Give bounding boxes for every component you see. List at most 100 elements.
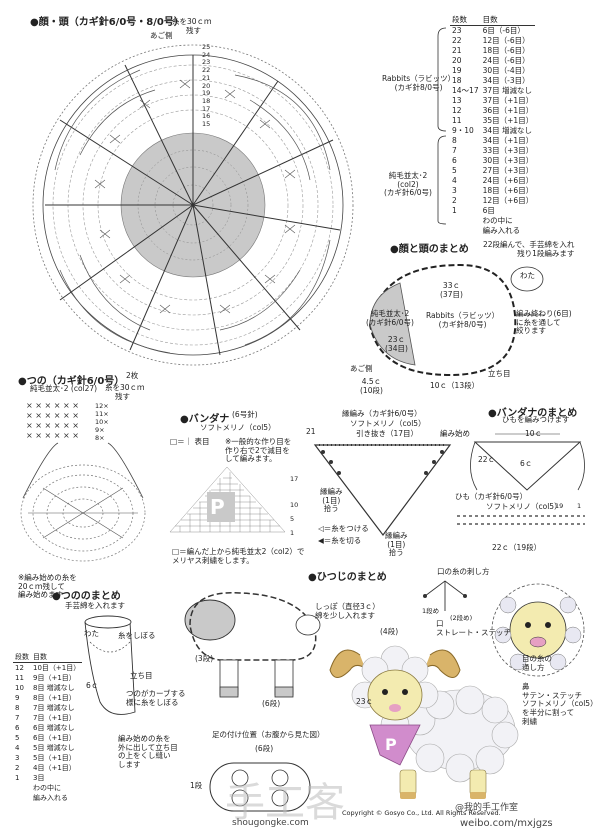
copyright-text: Copyright © Gosyo Co., Ltd. All Rights R… [342,809,501,817]
section-horn-title: ●つの（カギ針6/0号） [18,376,125,387]
head-crochet-chart [32,44,354,366]
head-summary-diagram [368,263,545,377]
svg-text:× × × × × ×: × × × × × × [26,411,79,420]
watermark-logo: 手工客 [225,780,345,826]
svg-text:× × × × × ×: × × × × × × [26,431,79,440]
chart-label-1: 1 [290,529,295,537]
head-rabbits-label: Rabbits（ラビッツ）(カギ針8/0号) [426,311,500,329]
edging-yarn: 縁編み（カギ針6/0号） [342,409,422,418]
sheep-illustration: P [329,645,519,799]
horn-stuffing-note: 手芸綿を入れます [65,601,125,610]
row-number-column: 25 24 23 22 21 20 19 18 17 16 15 [202,43,211,129]
section-sheep-summary-title: ●ひつじのまとめ [308,572,387,583]
tail-note: しっぽ（直径3ｃ）綿を少し入れます [315,602,380,620]
head-w2-label: 10ｃ（13段） [430,381,480,390]
edging-right-note: 縁編み(1目)拾う [385,531,408,558]
horn-curve-note: つのがカーブする様に糸をしぼる [126,689,186,707]
bandana-embroidery-note: □＝編んだ上から純毛並太2（col2）でメリヤス刺繍をします。 [172,547,305,565]
bandana-summary-diagram [470,433,585,491]
horn-start-note-2: 編み始めの糸を外に出して立ち目の上をくし縫いします [118,734,178,769]
bandana-edging-chart [313,444,452,537]
bandana-legend-note: ※一般的な作り目を作り右で2で減目をして編みます。 [225,437,292,464]
bandana-w6: 6ｃ [520,459,533,468]
symbol-cut: ◀＝糸を切る [318,536,362,545]
col-stitches-header: 目数 [480,15,536,26]
horn-summary-diagram [84,615,136,715]
svg-text:P: P [385,735,397,754]
sheep-height: 23ｃ [356,697,374,706]
bandana-needle: (6号針) [232,410,258,419]
edging-yarn-2: ソフトメリノ（col5） [350,419,426,428]
cord-length: 22ｃ（19段） [492,543,542,552]
horn-stuffing-label: わた [84,629,99,638]
weibo-url: weibo.com/mxjgzs [460,818,553,829]
section-head-summary-title: ●顔と頭のまとめ [390,244,469,255]
horn-stand: 立ち目 [130,671,153,680]
stand-stitch-label: 立ち目 [488,369,511,378]
cord-yarn: ひも（カギ針6/0号） [455,492,528,501]
head-wool-label: 純毛並太･2(カギ針6/0号) [366,309,414,327]
head-side-label: 23ｃ(34目) [385,335,408,353]
bandana-w22: 22ｃ [478,455,496,464]
body-row-3: (3段) [195,654,214,663]
edging-left-note: 縁編み(1目)拾う [320,487,343,514]
eye-thread-note: 目の糸の通し方 [522,654,552,672]
nose-stitch-note: 鼻サテン・ステッチソフトメリノ（col5）を半分に割って刺繍 [522,682,593,726]
head-summary-note: 22段編んで、手芸綿を入れ残り1段編みます [483,240,575,258]
mouth-stitch-diagram [423,580,467,611]
svg-text:× × × × × ×: × × × × × × [26,421,79,430]
horn-col-rows-header: 段数 [13,652,31,663]
bandana-legend-knit: □＝｜ 表目 [170,437,210,446]
mouth-row-1: 1段め [422,607,440,615]
chart-label-17: 17 [290,475,299,483]
head-w1-label: 4.5ｃ(10段) [360,377,383,395]
horn-row-marks: 12×11× 10×9× 8× [95,402,109,442]
cord-yarn-2: ソフトメリノ（col5） [486,502,562,511]
sheep-body-diagram [184,592,321,698]
svg-text:× × × × × ×: × × × × × × [26,401,79,410]
stuffing-label: わた [520,271,535,280]
chin-label: あご側 [350,364,373,373]
section-horn-summary-title: ●つののまとめ [52,591,121,602]
bandana-letter: P [210,495,225,519]
cord-19: 19 [555,502,564,510]
horn-crochet-chart: × × × × × × × × × × × × × × × × × × × × … [20,401,146,562]
watermark-site: shougongke.com [232,818,309,828]
yarn-wool-label: 純毛並太･2(col2)(カギ針6/0号) [384,171,432,198]
horn-length: 6ｃ [86,681,99,690]
edging-row-21: 21 [306,427,316,436]
bandana-summary-sub: ひもを編みつけます [502,415,570,424]
yarn-bracket [437,27,447,225]
leg-position-row1: 1段 [190,781,203,790]
mouth-row-2: (2段め) [450,614,473,622]
body-row-4: (4段) [380,627,399,636]
chart-label-10: 10 [290,501,299,509]
col-rows-header: 段数 [450,15,481,26]
bandana-w10: 10ｃ [525,429,543,438]
